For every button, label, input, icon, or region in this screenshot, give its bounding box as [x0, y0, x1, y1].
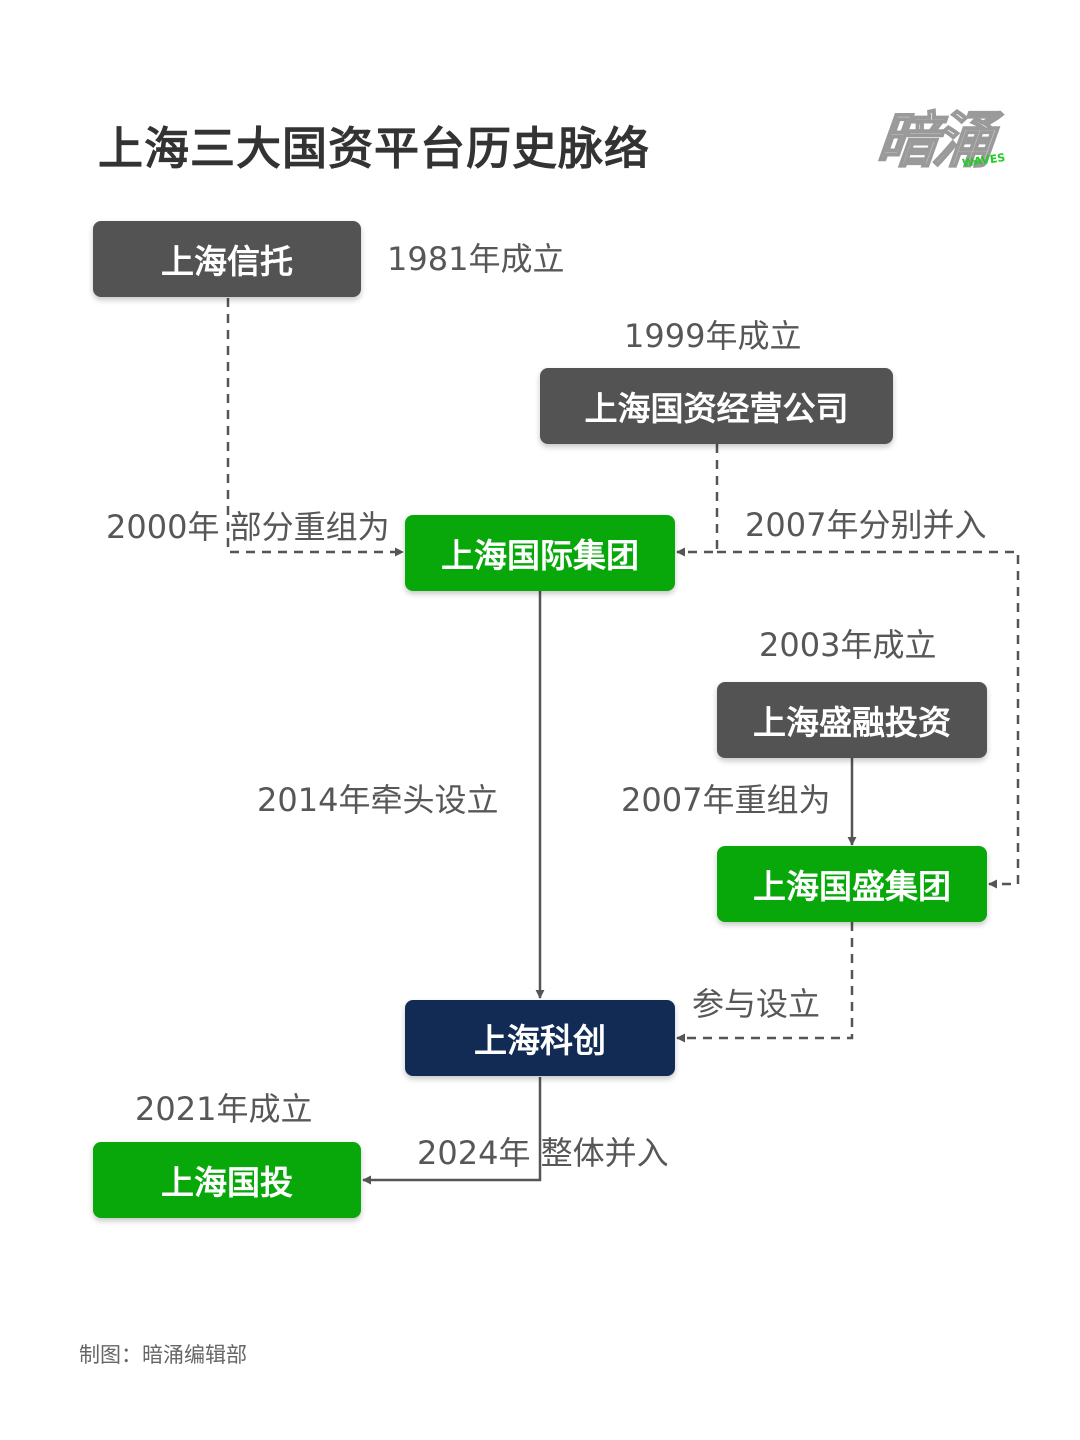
connector-kechuang-to-guotou: [362, 1077, 542, 1185]
connector-international-to-guosheng: [717, 550, 1020, 889]
connector-guosheng-to-kechuang: [676, 922, 854, 1043]
label-guotou-founded: 2021年成立: [135, 1090, 313, 1128]
node-kechuang: 上海科创: [405, 1000, 675, 1076]
connector-assetmgmt-to-international: [676, 444, 719, 557]
node-state-asset-mgmt: 上海国资经营公司: [540, 368, 893, 444]
label-shengrong-founded: 2003年成立: [759, 626, 937, 664]
node-shanghai-trust: 上海信托: [93, 221, 361, 297]
label-asset-mgmt-founded: 1999年成立: [624, 317, 802, 355]
page-title: 上海三大国资平台历史脉络: [98, 122, 651, 175]
label-lead-2014: 2014年牵头设立: [257, 781, 499, 819]
node-international-group: 上海国际集团: [405, 515, 675, 591]
label-merge-2007: 2007年分别并入: [745, 506, 987, 544]
connector-trust-to-international: [226, 298, 404, 557]
footer-credit: 制图：暗涌编辑部: [79, 1343, 247, 1367]
label-participate: 参与设立: [692, 985, 821, 1023]
node-shengrong-invest: 上海盛融投资: [717, 682, 987, 758]
label-reorg-2000: 2000年 部分重组为: [106, 508, 390, 546]
node-guosheng-group: 上海国盛集团: [717, 846, 987, 922]
label-reorg-2007: 2007年重组为: [621, 781, 831, 819]
node-guotou: 上海国投: [93, 1142, 361, 1218]
label-merge-2024: 2024年 整体并入: [417, 1134, 669, 1172]
label-trust-founded: 1981年成立: [387, 240, 565, 278]
